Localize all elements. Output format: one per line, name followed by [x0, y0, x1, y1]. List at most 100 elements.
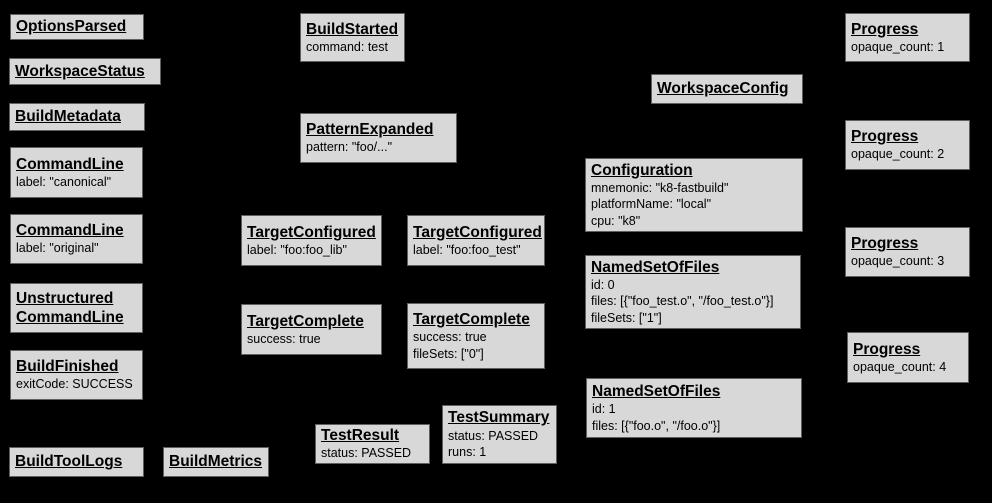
node-title-line: TargetConfigured — [247, 223, 376, 241]
node-attribute: label: "canonical" — [16, 174, 112, 189]
node-build-metadata: BuildMetadata — [9, 103, 145, 131]
node-attribute: fileSets: ["1"] — [591, 310, 662, 325]
node-title: CommandLine — [16, 221, 137, 240]
node-attribute: mnemonic: "k8-fastbuild" — [591, 180, 729, 195]
node-attribute: id: 0 — [591, 277, 615, 292]
node-title: Configuration — [591, 161, 797, 180]
node-attribute: opaque_count: 4 — [853, 359, 947, 374]
node-title-line: BuildToolLogs — [15, 453, 123, 471]
node-attribute: opaque_count: 2 — [851, 147, 945, 162]
node-title-line: WorkspaceStatus — [15, 62, 145, 80]
node-title-line: TargetConfigured — [413, 223, 542, 241]
node-attribute: opaque_count: 1 — [851, 39, 945, 54]
node-attribute: success: true — [247, 331, 321, 346]
node-title: OptionsParsed — [16, 17, 138, 36]
node-attribute: fileSets: ["0"] — [413, 346, 484, 361]
node-title: BuildMetadata — [15, 107, 139, 126]
node-title: NamedSetOfFiles — [591, 258, 795, 277]
node-title-line: PatternExpanded — [306, 121, 434, 139]
node-title: BuildMetrics — [169, 452, 263, 471]
node-title-line: BuildMetadata — [15, 108, 121, 126]
node-workspace-status: WorkspaceStatus — [9, 58, 161, 85]
node-attribute: status: PASSED — [448, 428, 539, 443]
node-title: NamedSetOfFiles — [592, 382, 796, 401]
node-title-line: BuildMetrics — [169, 453, 263, 471]
node-title: Progress — [851, 20, 964, 39]
node-attribute: cpu: "k8" — [591, 213, 641, 228]
node-title: TestResult — [321, 426, 424, 445]
node-title-line: CommandLine — [16, 155, 124, 173]
node-title-line: Progress — [851, 235, 919, 253]
node-attribute: label: "foo:foo_lib" — [247, 242, 347, 257]
node-attribute: label: "original" — [16, 241, 99, 256]
node-attribute: files: [{"foo.o", "/foo.o"}] — [592, 418, 721, 433]
node-title-line: TargetComplete — [247, 312, 364, 330]
node-title-line: NamedSetOfFiles — [592, 382, 721, 400]
node-attribute: opaque_count: 3 — [851, 254, 945, 269]
node-title: WorkspaceConfig — [657, 79, 797, 98]
node-title: BuildStarted — [306, 20, 399, 39]
node-title: Progress — [853, 340, 963, 359]
node-attribute: runs: 1 — [448, 445, 487, 460]
node-title-line: WorkspaceConfig — [657, 80, 789, 98]
node-title: WorkspaceStatus — [15, 62, 155, 81]
node-attribute: label: "foo:foo_test" — [413, 242, 521, 257]
node-title: TestSummary — [448, 408, 551, 427]
node-title-line: BuildStarted — [306, 20, 399, 38]
node-title: TargetConfigured — [247, 223, 376, 242]
node-options-parsed: OptionsParsed — [10, 14, 144, 40]
node-title-line: Configuration — [591, 161, 693, 179]
node-title-line: CommandLine — [16, 222, 124, 240]
node-title: TargetConfigured — [413, 223, 542, 242]
node-title-line: Unstructured — [16, 289, 114, 307]
node-build-metrics: BuildMetrics — [163, 447, 269, 477]
node-title: TargetComplete — [413, 310, 539, 329]
node-title: Progress — [851, 127, 964, 146]
node-attribute: success: true — [413, 330, 487, 345]
node-title-line: NamedSetOfFiles — [591, 258, 720, 276]
node-title-line: TargetComplete — [413, 310, 530, 328]
node-title-line: TestSummary — [448, 409, 550, 427]
node-title-line: BuildFinished — [16, 358, 119, 376]
node-attribute: command: test — [306, 39, 388, 54]
node-workspace-config: WorkspaceConfig — [651, 74, 803, 104]
node-attribute: id: 1 — [592, 402, 616, 417]
node-title: CommandLine — [16, 155, 137, 174]
node-title-line: Progress — [853, 340, 921, 358]
node-attribute: exitCode: SUCCESS — [16, 377, 133, 392]
node-attribute: status: PASSED — [321, 446, 412, 461]
node-attribute: platformName: "local" — [591, 197, 712, 212]
node-title-line: Progress — [851, 20, 919, 38]
node-attribute: files: [{"foo_test.o", "/foo_test.o"}] — [591, 294, 774, 309]
node-title: Progress — [851, 234, 964, 253]
node-title: BuildToolLogs — [15, 452, 138, 471]
node-title-line: Progress — [851, 128, 919, 146]
node-title: TargetComplete — [247, 312, 376, 331]
node-title: BuildFinished — [16, 357, 137, 376]
node-title: PatternExpanded — [306, 120, 451, 139]
node-title-line: CommandLine — [16, 309, 124, 326]
node-title-line: OptionsParsed — [16, 18, 127, 36]
node-build-tool-logs: BuildToolLogs — [9, 447, 144, 477]
